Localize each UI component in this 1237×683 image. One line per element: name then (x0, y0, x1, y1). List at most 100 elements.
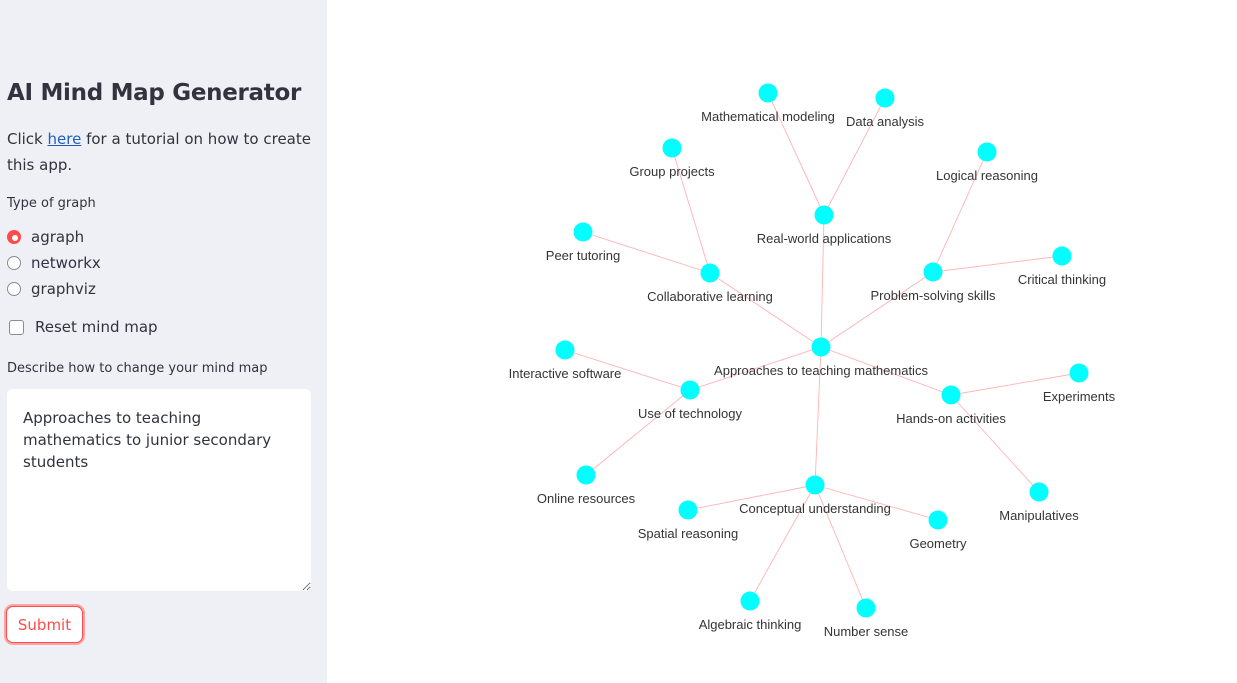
edge-root-rwa (820, 214, 825, 348)
node-circle[interactable] (941, 385, 961, 405)
edge-root-cu (814, 346, 822, 486)
node-label: Spatial reasoning (638, 526, 738, 541)
node-circle[interactable] (555, 340, 575, 360)
nodes-layer: Approaches to teaching mathematics Real-w… (509, 83, 1116, 640)
radio-networkx-label: networkx (31, 254, 101, 272)
node-circle[interactable] (805, 475, 825, 495)
describe-label: Describe how to change your mind map (7, 361, 268, 376)
node-label: Data analysis (846, 114, 925, 129)
node-rwa[interactable]: Real-world applications (757, 205, 892, 247)
radio-graphviz-label: graphviz (31, 280, 96, 298)
radio-selected-icon[interactable] (7, 230, 21, 244)
node-circle[interactable] (856, 598, 876, 618)
node-pt[interactable]: Peer tutoring (546, 222, 620, 264)
node-ns[interactable]: Number sense (824, 598, 909, 640)
node-label: Group projects (629, 164, 715, 179)
edge-root-ha (820, 346, 952, 396)
edge-cl-pt (582, 231, 711, 274)
node-ut[interactable]: Use of technology (638, 380, 743, 422)
tutorial-suffix: for a tutorial on how to create this app… (7, 130, 311, 174)
radio-agraph-label: agraph (31, 228, 85, 246)
graph-type-label: Type of graph (7, 196, 96, 211)
node-circle[interactable] (1052, 246, 1072, 266)
tutorial-prefix: Click (7, 130, 48, 148)
app-title: AI Mind Map Generator (7, 80, 302, 106)
tutorial-text: Click here for a tutorial on how to crea… (7, 126, 312, 178)
node-label: Critical thinking (1018, 272, 1106, 287)
node-circle[interactable] (1029, 482, 1049, 502)
node-cl[interactable]: Collaborative learning (647, 263, 773, 305)
node-gp[interactable]: Group projects (629, 138, 715, 180)
node-circle[interactable] (1069, 363, 1089, 383)
node-circle[interactable] (662, 138, 682, 158)
edge-rwa-mm (767, 92, 825, 216)
node-label: Peer tutoring (546, 248, 620, 263)
node-label: Problem-solving skills (871, 288, 996, 303)
node-circle[interactable] (923, 262, 943, 282)
radio-agraph[interactable]: agraph (7, 226, 84, 248)
node-label: Geometry (909, 536, 967, 551)
node-circle[interactable] (811, 337, 831, 357)
node-root[interactable]: Approaches to teaching mathematics (714, 337, 928, 379)
node-label: Collaborative learning (647, 289, 773, 304)
node-circle[interactable] (700, 263, 720, 283)
node-circle[interactable] (576, 465, 596, 485)
radio-networkx[interactable]: networkx (7, 252, 101, 274)
node-or[interactable]: Online resources (537, 465, 636, 507)
node-mm[interactable]: Mathematical modeling (701, 83, 835, 125)
node-ct[interactable]: Critical thinking (1018, 246, 1106, 288)
sidebar: AI Mind Map Generator Click here for a t… (0, 0, 327, 683)
node-label: Experiments (1043, 389, 1116, 404)
node-at[interactable]: Algebraic thinking (699, 591, 802, 633)
edge-ut-or (585, 389, 691, 476)
node-circle[interactable] (814, 205, 834, 225)
edge-ha-mn (950, 394, 1040, 493)
node-ge[interactable]: Geometry (909, 510, 967, 552)
node-label: Number sense (824, 624, 909, 639)
node-sr[interactable]: Spatial reasoning (638, 500, 738, 542)
node-mn[interactable]: Manipulatives (999, 482, 1079, 524)
node-circle[interactable] (740, 591, 760, 611)
node-ps[interactable]: Problem-solving skills (871, 262, 996, 304)
node-label: Real-world applications (757, 231, 892, 246)
tutorial-link[interactable]: here (47, 130, 82, 148)
edge-cl-gp (671, 147, 711, 274)
node-label: Approaches to teaching mathematics (714, 363, 928, 378)
edge-cu-sr (687, 484, 816, 511)
describe-textarea[interactable] (7, 389, 311, 591)
node-circle[interactable] (678, 500, 698, 520)
edge-cu-at (749, 484, 816, 602)
radio-graphviz[interactable]: graphviz (7, 278, 96, 300)
mind-map-graph[interactable]: Approaches to teaching mathematics Real-w… (327, 0, 1237, 683)
radio-unselected-icon[interactable] (7, 256, 21, 270)
edge-root-ut (689, 346, 822, 391)
node-label: Manipulatives (999, 508, 1079, 523)
node-circle[interactable] (977, 142, 997, 162)
node-cu[interactable]: Conceptual understanding (739, 475, 891, 517)
edge-root-ps (820, 271, 934, 348)
edge-cu-ge (814, 484, 939, 521)
node-label: Use of technology (638, 406, 743, 421)
node-ha[interactable]: Hands-on activities (896, 385, 1006, 427)
radio-unselected-icon[interactable] (7, 282, 21, 296)
checkbox-icon[interactable] (9, 319, 24, 335)
node-label: Hands-on activities (896, 411, 1006, 426)
edge-ps-lr (932, 151, 988, 273)
node-label: Interactive software (509, 366, 622, 381)
reset-mind-map-label: Reset mind map (35, 318, 158, 336)
node-circle[interactable] (875, 88, 895, 108)
edges-layer (564, 92, 1080, 609)
node-label: Mathematical modeling (701, 109, 835, 124)
node-circle[interactable] (680, 380, 700, 400)
node-ex[interactable]: Experiments (1043, 363, 1116, 405)
edge-ha-ex (950, 372, 1080, 396)
reset-mind-map-checkbox[interactable]: Reset mind map (9, 318, 158, 336)
node-circle[interactable] (573, 222, 593, 242)
node-is[interactable]: Interactive software (509, 340, 622, 382)
node-lr[interactable]: Logical reasoning (936, 142, 1038, 184)
node-da[interactable]: Data analysis (846, 88, 925, 130)
submit-button[interactable]: Submit (6, 606, 83, 643)
edge-root-cl (709, 272, 822, 348)
node-circle[interactable] (758, 83, 778, 103)
node-circle[interactable] (928, 510, 948, 530)
